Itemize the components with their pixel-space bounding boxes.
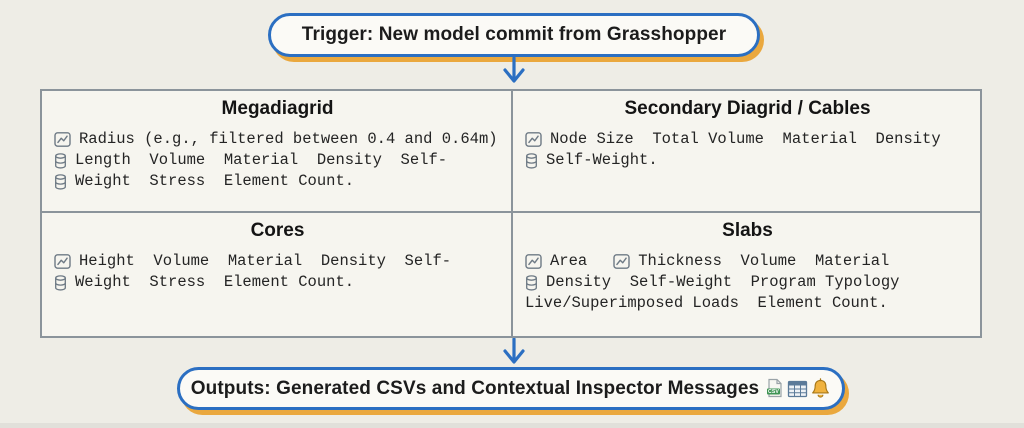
parameter-line: Self-Weight. xyxy=(523,150,972,171)
parameter-line: Density Self-Weight Program Typology xyxy=(523,272,972,293)
quadrant-secondary-diagrid-cables: Secondary Diagrid / Cables Node Size Tot… xyxy=(513,91,980,213)
parameter-grid: Megadiagrid Radius (e.g., filtered betwe… xyxy=(40,89,982,338)
chart-icon xyxy=(54,132,71,147)
parameter-text: Node Size Total Volume Material Density xyxy=(550,130,941,148)
quadrant-title: Megadiagrid xyxy=(221,98,334,119)
parameter-text: Weight Stress Element Count. xyxy=(75,172,355,190)
parameter-line: Area Thickness Volume Material xyxy=(523,251,972,272)
parameter-line: Weight Stress Element Count. xyxy=(52,272,503,293)
trigger-pill-label: Trigger: New model commit from Grasshopp… xyxy=(301,24,727,45)
parameter-text: Live/Superimposed Loads Element Count. xyxy=(525,294,888,312)
parameter-text: Thickness Volume Material xyxy=(638,252,890,270)
outputs-pill: Outputs: Generated CSVs and Contextual I… xyxy=(177,367,845,410)
parameter-text: Weight Stress Element Count. xyxy=(75,273,355,291)
parameter-text: Density Self-Weight Program Typology xyxy=(546,273,900,291)
chart-icon xyxy=(525,254,542,269)
parameter-text: Height Volume Material Density Self- xyxy=(79,252,452,270)
outputs-icon-row: CSV xyxy=(765,378,831,399)
quadrant-megadiagrid: Megadiagrid Radius (e.g., filtered betwe… xyxy=(42,91,513,213)
parameter-text: Self-Weight. xyxy=(546,151,658,169)
database-icon xyxy=(55,152,66,169)
parameter-line: Length Volume Material Density Self- xyxy=(52,150,503,171)
parameter-text: Radius (e.g., filtered between 0.4 and 0… xyxy=(79,130,498,148)
parameter-line: Height Volume Material Density Self- xyxy=(52,251,503,272)
parameter-line: Weight Stress Element Count. xyxy=(52,171,503,192)
quadrant-title: Secondary Diagrid / Cables xyxy=(624,98,871,119)
database-icon xyxy=(55,173,66,190)
parameter-line: Node Size Total Volume Material Density xyxy=(523,129,972,150)
database-icon xyxy=(526,274,537,291)
quadrant-title: Slabs xyxy=(722,220,773,241)
parameter-text: Length Volume Material Density Self- xyxy=(75,151,448,169)
down-arrow-icon xyxy=(503,338,525,364)
bell-icon xyxy=(812,378,830,398)
chart-icon xyxy=(54,254,71,269)
quadrant-title: Cores xyxy=(250,220,305,241)
chart-icon xyxy=(525,132,542,147)
chart-icon xyxy=(613,254,630,269)
database-icon xyxy=(526,152,537,169)
database-icon xyxy=(55,274,66,291)
spreadsheet-icon xyxy=(788,380,808,397)
parameter-line: Live/Superimposed Loads Element Count. xyxy=(523,293,972,314)
parameter-text: Area xyxy=(550,252,588,270)
trigger-pill: Trigger: New model commit from Grasshopp… xyxy=(268,13,760,57)
quadrant-slabs: Slabs Area Thickness Volume Material xyxy=(513,213,980,336)
svg-text:CSV: CSV xyxy=(768,389,779,395)
parameter-line: Radius (e.g., filtered between 0.4 and 0… xyxy=(52,129,503,150)
down-arrow-icon xyxy=(503,57,525,83)
csv-file-icon: CSV xyxy=(767,378,782,398)
quadrant-cores: Cores Height Volume Material Density Sel… xyxy=(42,213,513,336)
outputs-pill-label: Outputs: Generated CSVs and Contextual I… xyxy=(190,377,760,399)
